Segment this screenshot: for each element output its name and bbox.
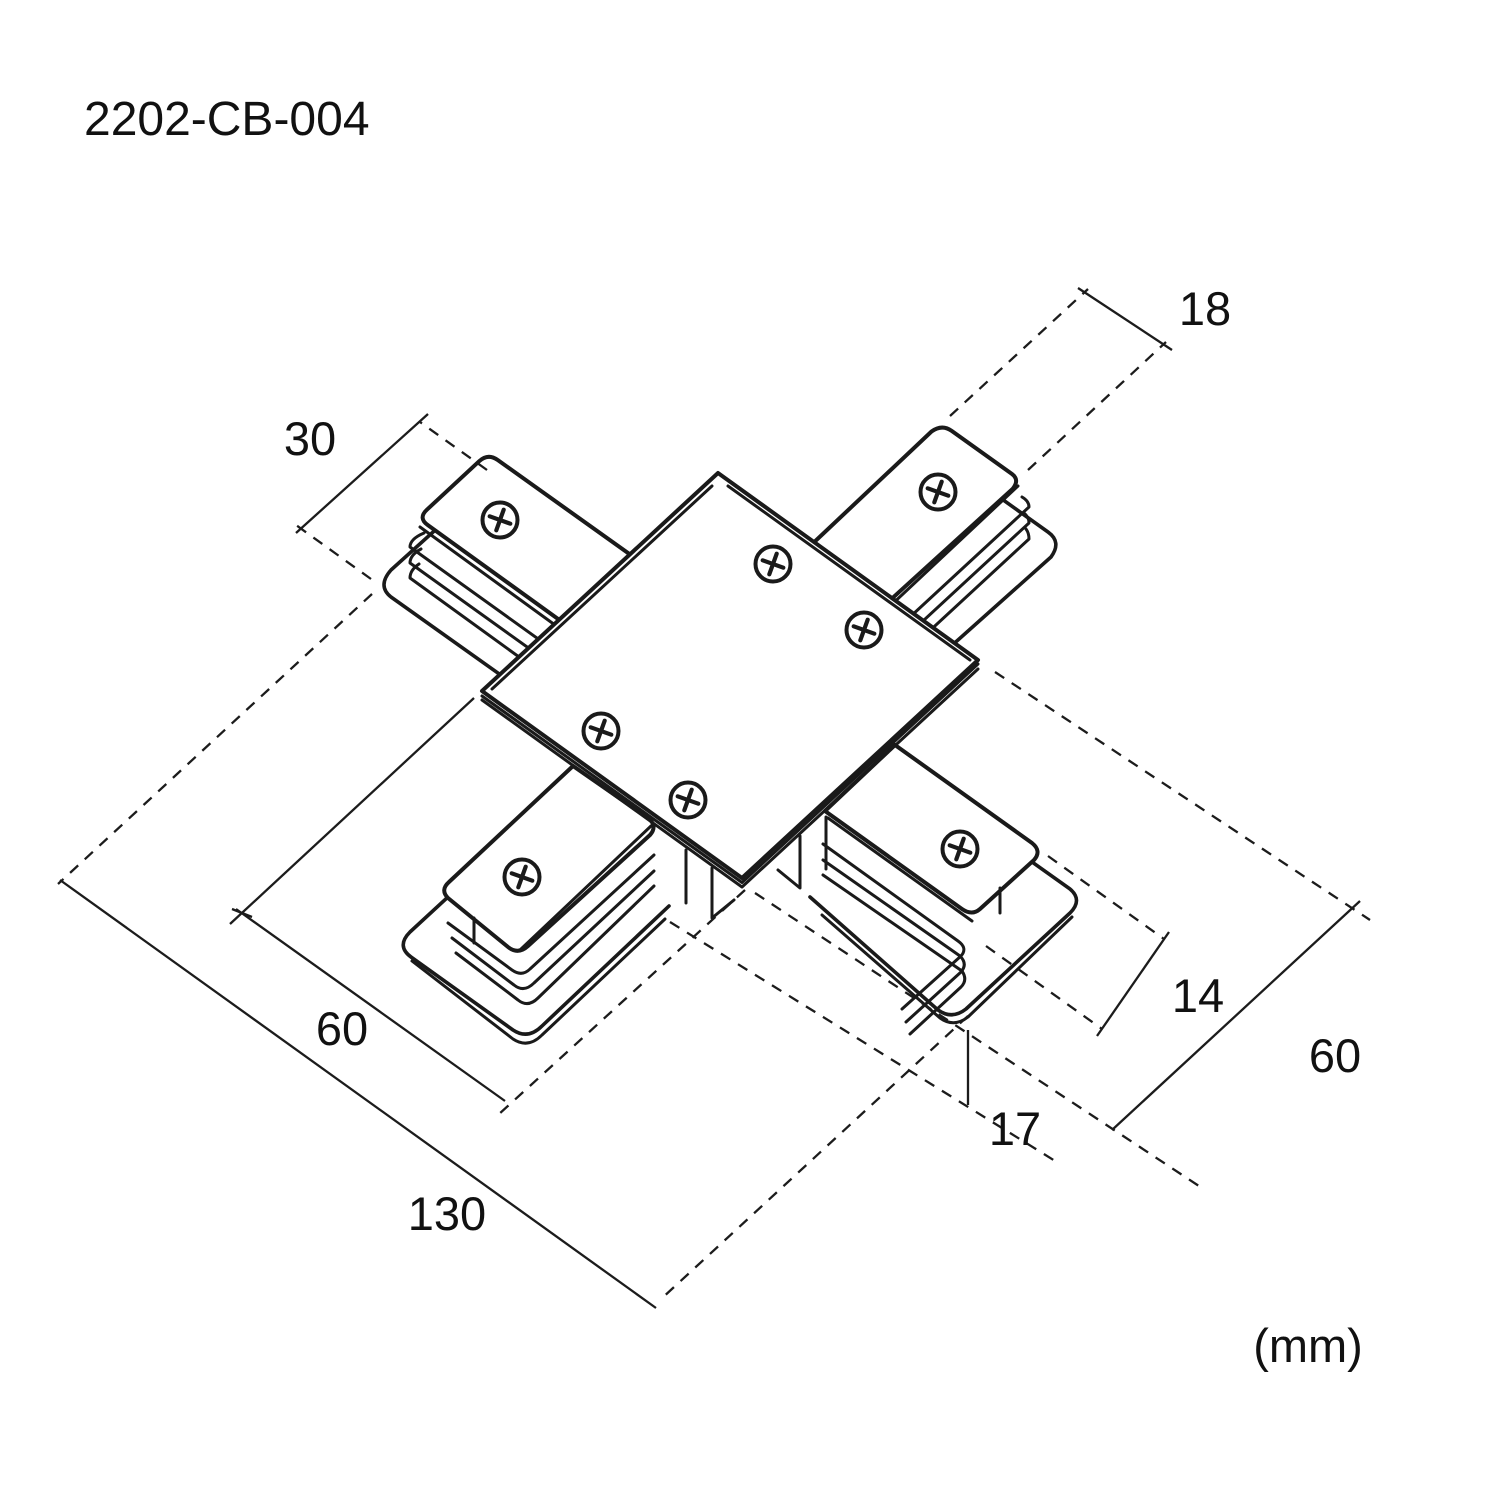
screw-icon — [671, 783, 706, 818]
flange-top-left-arm — [382, 475, 535, 700]
arm-top-left — [408, 454, 637, 685]
flange-top-right-arm — [919, 447, 1058, 675]
screw-icon — [756, 547, 791, 582]
cap-top-right — [807, 425, 1019, 605]
cap-bottom-left — [442, 764, 656, 953]
screw-icon — [943, 832, 978, 867]
dim-label-14: 14 — [1172, 969, 1224, 1022]
units-note: (mm) — [1253, 1319, 1363, 1372]
screw-icon — [584, 714, 619, 749]
cap-bottom-right — [823, 743, 1040, 915]
dimension-18: 18 — [949, 282, 1231, 471]
part-number: 2202-CB-004 — [84, 93, 370, 146]
arm-bottom-right — [821, 743, 1040, 1036]
dimension-14: 14 — [985, 855, 1224, 1037]
dim-label-60-right: 60 — [1309, 1029, 1361, 1082]
dimension-30: 30 — [284, 412, 488, 580]
dimension-17: 17 — [659, 921, 1061, 1301]
dim-label-60-left: 60 — [316, 1002, 368, 1055]
arm-bottom-left — [442, 764, 656, 1005]
screw-icon — [505, 860, 540, 895]
cover-plate — [480, 471, 980, 889]
dim-label-18: 18 — [1179, 282, 1231, 335]
dim-label-130: 130 — [408, 1187, 486, 1240]
dimension-60-left: 60 — [229, 697, 746, 1116]
connector-figure — [382, 425, 1079, 1045]
screw-icon — [847, 613, 882, 648]
flange-bottom-left-arm — [401, 811, 671, 1045]
dim-label-17: 17 — [989, 1102, 1041, 1155]
cap-top-left — [420, 454, 637, 626]
dim-label-30: 30 — [284, 412, 336, 465]
dimension-60-right: 60 — [754, 671, 1371, 1191]
screw-icon — [921, 475, 956, 510]
screw-icon — [483, 503, 518, 538]
dimension-130: 130 — [57, 593, 657, 1309]
